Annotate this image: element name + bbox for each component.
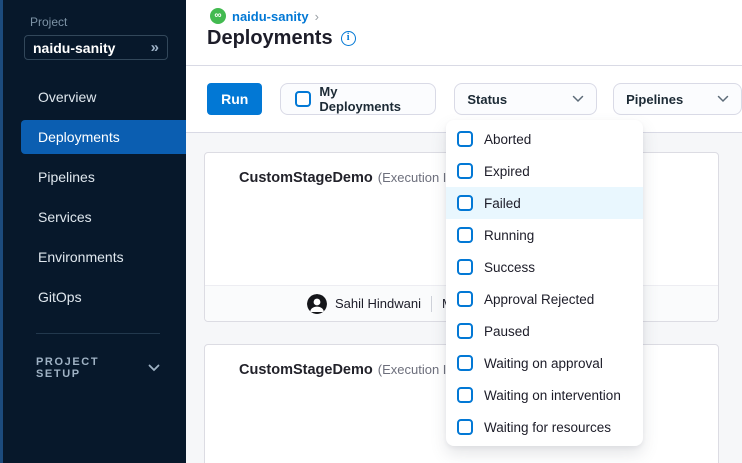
status-option-label: Success <box>484 259 536 275</box>
sidebar-item-environments[interactable]: Environments <box>3 237 186 277</box>
my-deployments-label: My Deployments <box>319 84 402 114</box>
project-label: Project <box>30 15 68 29</box>
checkbox-running[interactable] <box>457 227 473 243</box>
status-option-label: Paused <box>484 323 530 339</box>
status-option-aborted[interactable]: Aborted <box>446 123 643 155</box>
execution-id-label: (Execution Id <box>377 362 454 377</box>
status-option-success[interactable]: Success <box>446 251 643 283</box>
sidebar-item-label: Deployments <box>38 129 120 145</box>
status-option-waiting-on-intervention[interactable]: Waiting on intervention <box>446 379 643 411</box>
breadcrumb-project-link[interactable]: naidu-sanity <box>232 8 309 24</box>
checkbox-approval-rejected[interactable] <box>457 291 473 307</box>
breadcrumb: ∞ naidu-sanity › <box>210 8 742 24</box>
status-filter-label: Status <box>467 91 508 107</box>
page-title: Deployments <box>207 27 333 49</box>
checkbox-aborted[interactable] <box>457 131 473 147</box>
chevron-down-icon <box>717 95 729 103</box>
cd-module-icon: ∞ <box>210 8 226 24</box>
status-option-waiting-for-resources[interactable]: Waiting for resources <box>446 411 643 443</box>
status-option-paused[interactable]: Paused <box>446 315 643 347</box>
status-option-label: Failed <box>484 195 521 211</box>
project-setup-toggle[interactable]: PROJECT SETUP <box>36 356 160 380</box>
status-option-expired[interactable]: Expired <box>446 155 643 187</box>
project-sidebar: Project naidu-sanity » Overview Deployme… <box>0 0 186 463</box>
breadcrumb-chevron-icon: › <box>314 8 319 24</box>
sidebar-item-label: Services <box>38 209 92 225</box>
my-deployments-toggle[interactable]: My Deployments <box>280 83 437 115</box>
execution-id-label: (Execution Id <box>377 170 454 185</box>
checkbox-waiting-on-approval[interactable] <box>457 355 473 371</box>
sidebar-item-pipelines[interactable]: Pipelines <box>3 157 186 197</box>
sidebar-item-label: Pipelines <box>38 169 95 185</box>
user-avatar-icon <box>307 293 327 314</box>
sidebar-item-deployments[interactable]: Deployments <box>21 120 186 154</box>
status-option-label: Running <box>484 227 535 243</box>
status-filter-dropdown[interactable]: Status <box>454 83 598 115</box>
checkbox-failed[interactable] <box>457 195 473 211</box>
pipeline-name[interactable]: CustomStageDemo <box>239 170 373 186</box>
info-icon[interactable]: i <box>340 31 356 46</box>
page-header: ∞ naidu-sanity › Deployments i <box>186 0 742 66</box>
status-option-approval-rejected[interactable]: Approval Rejected <box>446 283 643 315</box>
pipelines-filter-dropdown[interactable]: Pipelines <box>613 83 742 115</box>
status-option-label: Waiting on approval <box>484 355 603 371</box>
sidebar-nav: Overview Deployments Pipelines Services … <box>3 77 186 317</box>
sidebar-item-gitops[interactable]: GitOps <box>3 277 186 317</box>
status-option-failed[interactable]: Failed <box>446 187 643 219</box>
sidebar-item-label: Overview <box>38 89 97 105</box>
sidebar-item-label: Environments <box>38 249 124 265</box>
status-filter-menu: Aborted Expired Failed Running Success A… <box>446 120 643 446</box>
run-button[interactable]: Run <box>207 83 263 115</box>
status-option-running[interactable]: Running <box>446 219 643 251</box>
project-selector-value: naidu-sanity <box>33 39 116 56</box>
checkbox-expired[interactable] <box>457 163 473 179</box>
checkbox-waiting-on-intervention[interactable] <box>457 387 473 403</box>
sidebar-divider <box>36 333 160 334</box>
pipeline-name[interactable]: CustomStageDemo <box>239 362 373 378</box>
status-option-waiting-on-approval[interactable]: Waiting on approval <box>446 347 643 379</box>
checkbox-waiting-for-resources[interactable] <box>457 419 473 435</box>
sidebar-item-services[interactable]: Services <box>3 197 186 237</box>
checkbox-success[interactable] <box>457 259 473 275</box>
status-option-label: Expired <box>484 163 530 179</box>
double-chevron-right-icon[interactable]: » <box>150 39 159 56</box>
sidebar-item-label: GitOps <box>38 289 82 305</box>
deployment-author: Sahil Hindwani <box>335 296 421 311</box>
status-option-label: Approval Rejected <box>484 291 595 307</box>
sidebar-item-overview[interactable]: Overview <box>3 77 186 117</box>
pipelines-filter-label: Pipelines <box>626 91 684 107</box>
status-option-label: Waiting for resources <box>484 419 612 435</box>
chevron-down-icon <box>572 95 584 103</box>
project-setup-label: PROJECT SETUP <box>36 356 100 380</box>
footer-separator <box>431 295 432 312</box>
status-option-label: Waiting on intervention <box>484 387 621 403</box>
checkbox-paused[interactable] <box>457 323 473 339</box>
chevron-down-icon <box>148 364 160 372</box>
my-deployments-checkbox[interactable] <box>295 91 312 107</box>
project-selector[interactable]: naidu-sanity » <box>24 35 168 60</box>
status-option-label: Aborted <box>484 131 532 147</box>
